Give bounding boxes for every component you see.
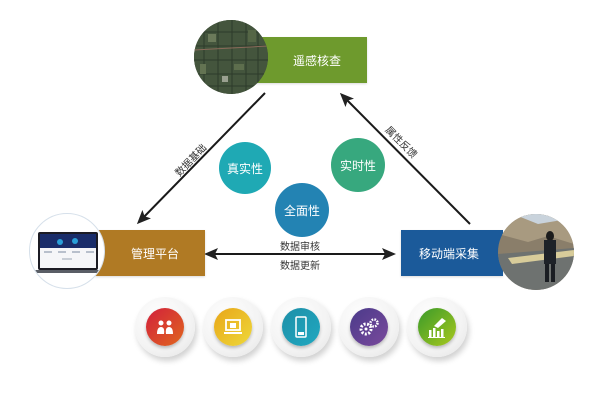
feature-mobile[interactable] [271, 297, 331, 357]
feature-analytics[interactable] [407, 297, 467, 357]
edge-label-data-review: 数据审核 [280, 242, 320, 253]
feature-gears[interactable] [339, 297, 399, 357]
quality-comprehensiveness-label: 全面性 [283, 203, 320, 218]
laptop-icon [34, 232, 102, 273]
arrow-attribute-feedback [339, 92, 471, 225]
mobile-collection-box[interactable]: 移动端采集 [401, 230, 503, 276]
quality-timeliness: 实时性 [331, 138, 385, 192]
quality-authenticity-label: 真实性 [226, 161, 263, 176]
feature-computer[interactable] [203, 297, 263, 357]
field-worker-photo [498, 214, 574, 290]
arrow-data-foundation [136, 92, 266, 225]
management-platform-box[interactable]: 管理平台 [95, 230, 205, 276]
remote-sensing-label: 遥感核查 [292, 53, 341, 68]
feature-analytics-disc [418, 308, 456, 346]
quality-authenticity: 真实性 [219, 142, 271, 194]
feature-gears-disc [350, 308, 388, 346]
management-platform-label: 管理平台 [130, 246, 179, 261]
mobile-collection-label: 移动端采集 [418, 246, 479, 261]
feature-people[interactable] [135, 297, 195, 357]
feature-mobile-disc [282, 308, 320, 346]
edge-label-data-update: 数据更新 [280, 261, 320, 272]
people-icon [157, 320, 173, 334]
remote-sensing-box[interactable]: 遥感核查 [253, 37, 367, 83]
hand-chart-icon [428, 318, 446, 338]
feature-people-disc [146, 308, 184, 346]
quality-comprehensiveness: 全面性 [275, 183, 329, 237]
laptop-image [29, 213, 105, 289]
quality-timeliness-label: 实时性 [339, 158, 376, 173]
gears-icon [359, 318, 379, 336]
field-worker-image [498, 214, 574, 290]
feature-computer-disc [214, 308, 252, 346]
mobile-phone-icon [295, 316, 307, 338]
satellite-image [194, 20, 268, 94]
satellite-texture [194, 20, 268, 94]
computer-icon [224, 319, 242, 334]
